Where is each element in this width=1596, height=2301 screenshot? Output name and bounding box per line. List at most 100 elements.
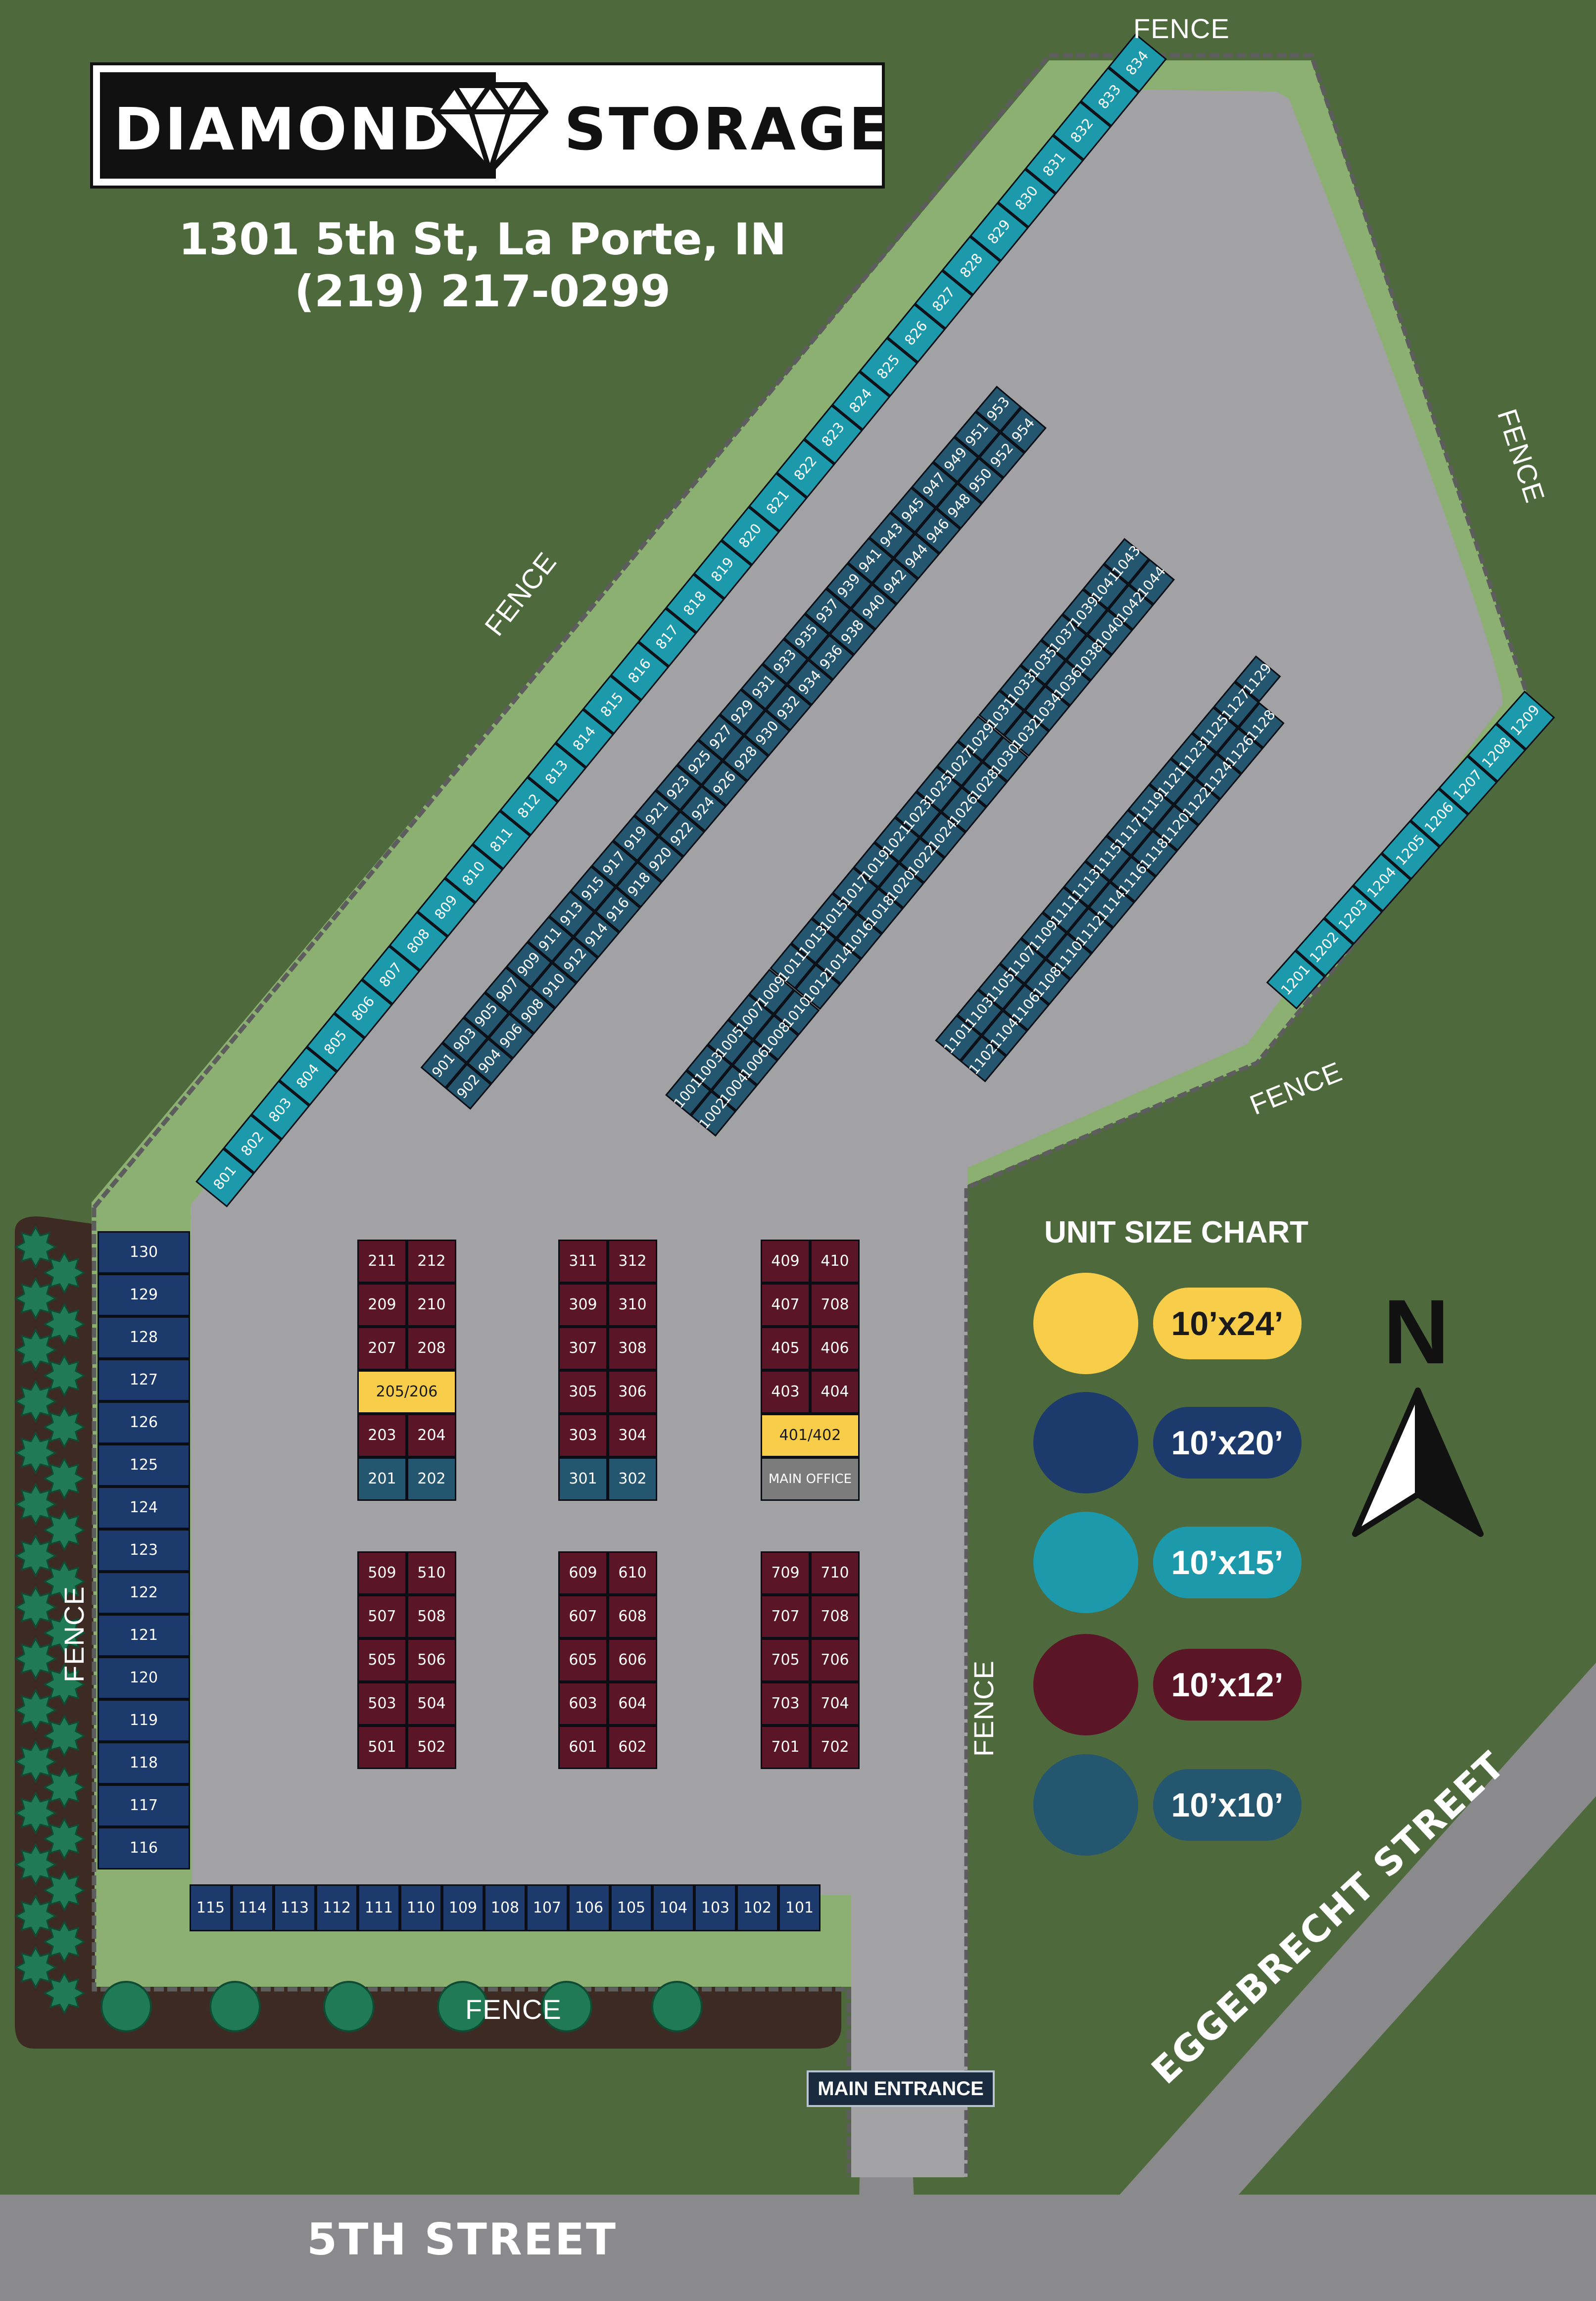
shrub <box>14 1585 57 1629</box>
shrub <box>43 1611 86 1655</box>
shrub <box>14 1740 57 1783</box>
unit-610: 610 <box>608 1551 657 1595</box>
legend-size-label: 10’x20’ <box>1153 1407 1302 1479</box>
shrub <box>14 1225 57 1269</box>
shrub <box>14 1688 57 1732</box>
phone-number: (219) 217-0299 <box>294 266 671 317</box>
fence-label-west: FENCE <box>58 1586 90 1682</box>
unit-307: 307 <box>558 1327 608 1370</box>
unit-604: 604 <box>608 1682 657 1726</box>
unit-207: 207 <box>357 1327 407 1370</box>
unit-110: 110 <box>400 1884 442 1931</box>
tree <box>323 1981 375 2032</box>
unit-111: 111 <box>358 1884 400 1931</box>
shrub <box>14 1843 57 1886</box>
unit-703: 703 <box>761 1682 810 1726</box>
unit-118: 118 <box>97 1742 190 1784</box>
fence-label-driveway: FENCE <box>968 1660 999 1757</box>
shrub <box>43 1869 86 1912</box>
shrub <box>43 1920 86 1964</box>
unit-123: 123 <box>97 1529 190 1572</box>
unit-128: 128 <box>97 1316 190 1359</box>
road-eggebrecht-street <box>1024 1663 1596 2301</box>
unit-305: 305 <box>558 1370 608 1414</box>
unit-115: 115 <box>190 1884 232 1931</box>
unit-602: 602 <box>608 1726 657 1769</box>
north-letter: N <box>1383 1281 1450 1383</box>
diamond-icon <box>432 82 548 174</box>
shrub <box>43 1663 86 1706</box>
shrub <box>43 1714 86 1758</box>
shrub <box>43 1405 86 1449</box>
tree <box>209 1981 261 2032</box>
brand-logo: DIAMOND STORAGE <box>90 62 888 189</box>
tree <box>541 1981 592 2032</box>
unit-605: 605 <box>558 1638 608 1682</box>
unit-203: 203 <box>357 1414 407 1457</box>
logo-text-storage: STORAGE <box>564 95 891 163</box>
unit-113: 113 <box>274 1884 316 1931</box>
shrub <box>14 1637 57 1680</box>
unit-117: 117 <box>97 1784 190 1827</box>
unit-609: 609 <box>558 1551 608 1595</box>
unit-707: 707 <box>761 1595 810 1638</box>
shrub <box>43 1251 86 1294</box>
shrub <box>43 1354 86 1397</box>
fence-label-north: FENCE <box>1133 13 1230 44</box>
unit-404: 404 <box>810 1370 860 1414</box>
main-office: MAIN OFFICE <box>761 1457 860 1501</box>
unit-114: 114 <box>232 1884 274 1931</box>
unit-112: 112 <box>316 1884 358 1931</box>
unit-405: 405 <box>761 1327 810 1370</box>
unit-701: 701 <box>761 1726 810 1769</box>
tree <box>651 1981 703 2032</box>
unit-109: 109 <box>442 1884 484 1931</box>
unit-120: 120 <box>97 1657 190 1699</box>
unit-129: 129 <box>97 1274 190 1316</box>
unit-311: 311 <box>558 1240 608 1283</box>
street-label-5th: 5TH STREET <box>307 2214 617 2265</box>
unit-308: 308 <box>608 1327 657 1370</box>
unit-124: 124 <box>97 1486 190 1529</box>
unit-607: 607 <box>558 1595 608 1638</box>
unit-127: 127 <box>97 1359 190 1401</box>
unit-310: 310 <box>608 1283 657 1327</box>
unit-509: 509 <box>357 1551 407 1595</box>
unit-130: 130 <box>97 1231 190 1274</box>
unit-202: 202 <box>407 1457 456 1501</box>
unit-201: 201 <box>357 1457 407 1501</box>
unit-510: 510 <box>407 1551 456 1595</box>
unit-103: 103 <box>694 1884 736 1931</box>
address-line: 1301 5th St, La Porte, IN <box>178 214 787 265</box>
unit-710: 710 <box>810 1551 860 1595</box>
unit-507: 507 <box>357 1595 407 1638</box>
unit-501: 501 <box>357 1726 407 1769</box>
unit-508: 508 <box>407 1595 456 1638</box>
unit-708: 708 <box>810 1595 860 1638</box>
logo-dark-panel <box>100 72 496 179</box>
fence-label-south: FENCE <box>465 1994 562 2025</box>
unit-303: 303 <box>558 1414 608 1457</box>
tree <box>100 1981 152 2032</box>
unit-606: 606 <box>608 1638 657 1682</box>
unit-304: 304 <box>608 1414 657 1457</box>
unit-608: 608 <box>608 1595 657 1638</box>
unit-211: 211 <box>357 1240 407 1283</box>
unit-506: 506 <box>407 1638 456 1682</box>
unit-403: 403 <box>761 1370 810 1414</box>
unit-104: 104 <box>652 1884 694 1931</box>
shrub <box>14 1328 57 1372</box>
tree <box>437 1981 488 2032</box>
unit-102: 102 <box>736 1884 778 1931</box>
unit-212: 212 <box>407 1240 456 1283</box>
unit-119: 119 <box>97 1699 190 1742</box>
unit-209: 209 <box>357 1283 407 1327</box>
unit-406: 406 <box>810 1327 860 1370</box>
legend-swatch <box>1033 1512 1138 1613</box>
road-5th-street <box>0 2195 1596 2301</box>
unit-116: 116 <box>97 1827 190 1870</box>
unit-301: 301 <box>558 1457 608 1501</box>
shrub <box>43 1302 86 1346</box>
tree-group <box>14 1225 703 2032</box>
unit-401-402: 401/402 <box>761 1414 860 1457</box>
